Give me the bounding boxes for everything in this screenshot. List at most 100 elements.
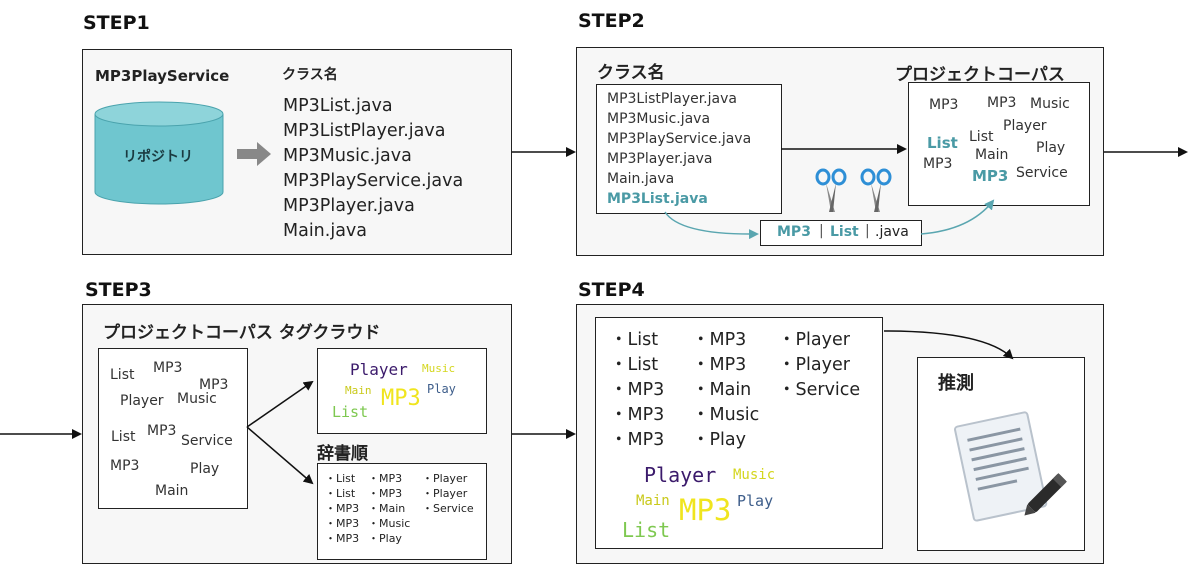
dictionary-word: ・List (610, 355, 659, 375)
dictionary-word: ・Play (368, 532, 402, 545)
dictionary-word: ・MP3 (325, 517, 360, 530)
file-item: MP3Music.java (283, 146, 412, 166)
file-item: MP3PlayService.java (283, 171, 464, 191)
scissors-icon (860, 168, 892, 212)
dictionary-word: ・Player (422, 472, 468, 485)
dictionary-word: ・Music (368, 517, 411, 530)
dictionary-word: ・Player (778, 330, 850, 350)
dictionary-word: ・List (325, 487, 356, 500)
corpus-word: MP3 (972, 167, 1009, 185)
cloud-word: MP3 (381, 386, 421, 411)
dictionary-word: ・MP3 (368, 472, 403, 485)
step2-file-box: MP3ListPlayer.java MP3Music.java MP3Play… (596, 84, 782, 214)
corpus-word: List (110, 367, 135, 383)
document-pen-icon (954, 411, 1067, 522)
corpus-word: MP3 (153, 360, 183, 376)
guess-label: 推測 (938, 373, 974, 394)
file-item: MP3Music.java (607, 111, 711, 127)
step4-word-list: ・List ・MP3 ・Player ・List ・MP3 ・Player ・MP3 ・Mai… (610, 328, 880, 458)
dictionary-box: ・List ・MP3 ・Player ・List ・MP3 ・Player ・MP3 ・Mai… (317, 463, 487, 560)
file-item: MP3Player.java (607, 151, 713, 167)
corpus-box: MP3 MP3 Music Player List List Play MP3 … (908, 82, 1090, 206)
corpus-word: Player (120, 393, 164, 409)
cloud-word: List (622, 518, 671, 542)
dictionary-word: ・Play (692, 430, 746, 450)
arrow-right-icon (237, 142, 271, 166)
separator: | (865, 223, 870, 239)
step1-label: STEP1 (83, 12, 150, 34)
dictionary-word: ・MP3 (610, 430, 665, 450)
file-item: Main.java (607, 171, 675, 187)
corpus-word: Music (177, 391, 217, 407)
corpus-word: MP3 (929, 97, 959, 113)
cloud-word: Play (737, 492, 774, 510)
step4-panel: ・List ・MP3 ・Player ・List ・MP3 ・Player ・MP3 ・Mai… (576, 304, 1104, 564)
dictionary-word: ・Player (778, 355, 850, 375)
dictionary-word: ・MP3 (692, 355, 747, 375)
tag-cloud-title: プロジェクトコーパス タグクラウド (103, 323, 381, 343)
step3-label: STEP3 (85, 279, 152, 301)
step2-label: STEP2 (578, 10, 645, 32)
dictionary-word: ・List (610, 330, 659, 350)
dictionary-word: ・List (325, 472, 356, 485)
file-item: MP3ListPlayer.java (607, 91, 737, 107)
step2-class-header: クラス名 (597, 63, 665, 83)
corpus-word: Play (190, 461, 220, 477)
arrow-words-cloud (246, 380, 314, 428)
dictionary-word: ・MP3 (692, 330, 747, 350)
word-box: List MP3 MP3 Player Music List MP3 Servi… (98, 348, 248, 509)
corpus-word: Main (975, 147, 1009, 163)
arrow-words-dict (246, 426, 314, 485)
corpus-word: Play (1036, 140, 1066, 156)
step1-panel: MP3PlayService クラス名 リポジトリ MP3List.java M… (82, 49, 512, 255)
dictionary-word: ・Main (692, 380, 752, 400)
corpus-word: MP3 (923, 156, 953, 172)
dictionary-word: ・Service (422, 502, 474, 515)
dictionary-title: 辞書順 (317, 444, 368, 464)
dictionary-word: ・Main (368, 502, 406, 515)
corpus-word: MP3 (199, 377, 229, 393)
cloud-word: Play (427, 382, 456, 396)
cloud-word: List (332, 403, 369, 421)
split-part: MP3 (777, 224, 811, 240)
cloud-word: Main (636, 493, 670, 509)
cloud-word: Main (345, 384, 372, 397)
repository-cylinder-icon (94, 101, 224, 205)
corpus-word: Music (1030, 96, 1070, 112)
dictionary-word: ・MP3 (610, 405, 665, 425)
step4-label: STEP4 (578, 279, 645, 301)
step1-class-header: クラス名 (282, 67, 338, 83)
repository-label: リポジトリ (123, 149, 193, 165)
step2-panel: クラス名 プロジェクトコーパス MP3ListPlayer.java MP3Mu… (576, 47, 1104, 256)
file-item: MP3List.java (283, 96, 393, 116)
separator: | (819, 223, 824, 239)
corpus-word: Service (1016, 165, 1068, 181)
arrow-class-split (664, 211, 759, 240)
file-item: Main.java (283, 221, 368, 241)
arrow-result-guess (883, 330, 1014, 360)
dictionary-word: ・MP3 (368, 487, 403, 500)
dictionary-word: ・Service (778, 380, 861, 400)
dictionary-word: ・Music (692, 405, 760, 425)
step4-tag-cloud: Player Music Main MP3 Play List (596, 458, 884, 548)
file-item: MP3Player.java (283, 196, 415, 216)
dictionary-word: ・Player (422, 487, 468, 500)
tag-cloud-box: Player Music Main MP3 Play List (317, 348, 487, 434)
dictionary-word: ・MP3 (325, 532, 360, 545)
arrow-split-corpus (920, 199, 995, 235)
cloud-word: MP3 (679, 493, 732, 527)
scissors-icon (815, 168, 847, 212)
file-item: MP3ListPlayer.java (283, 121, 446, 141)
step1-file-list: MP3List.java MP3ListPlayer.java MP3Music… (283, 94, 463, 244)
corpus-word: Service (181, 433, 233, 449)
corpus-word: MP3 (110, 458, 140, 474)
step4-result-box: ・List ・MP3 ・Player ・List ・MP3 ・Player ・MP3 ・Mai… (595, 317, 883, 549)
corpus-word: List (111, 429, 136, 445)
split-part: List (830, 224, 859, 240)
dictionary-word: ・MP3 (610, 380, 665, 400)
cloud-word: Music (733, 467, 776, 483)
highlighted-file: MP3List.java (607, 191, 708, 207)
corpus-title: プロジェクトコーパス (895, 65, 1065, 85)
corpus-word: Player (1003, 118, 1047, 134)
